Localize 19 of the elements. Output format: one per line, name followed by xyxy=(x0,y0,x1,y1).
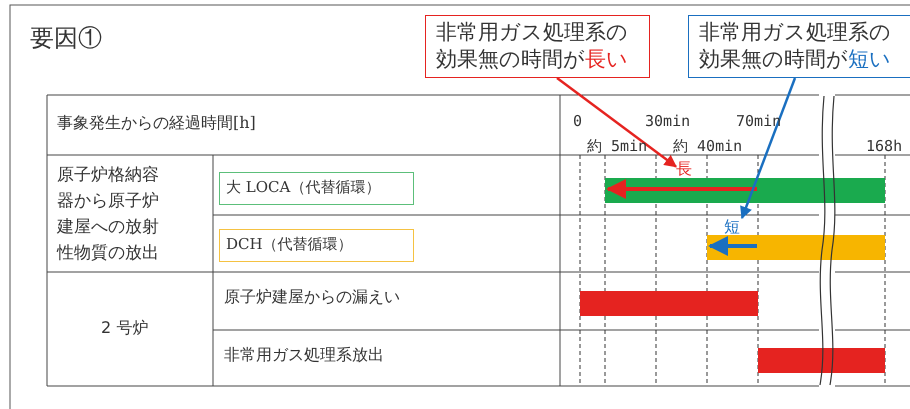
row-group-text: 2 号炉 xyxy=(101,318,148,339)
header-cell-text: 事象発生からの経過時間[h] xyxy=(57,113,256,134)
tick-label: 30min xyxy=(645,112,690,130)
row-text: 原子炉建屋からの漏えい xyxy=(224,287,400,308)
tick-label: 約 5min xyxy=(587,137,648,156)
edge-label: 長 xyxy=(676,160,696,182)
tick-label: 0 xyxy=(573,112,582,130)
leader-arrow xyxy=(556,77,677,168)
edge-label: 短 xyxy=(724,218,744,240)
tick-label: 168h xyxy=(866,137,902,155)
scenario-box: 大 LOCA（代替循環） xyxy=(219,172,414,205)
tick-label: 約 40min xyxy=(673,137,742,156)
row-text: 非常用ガス処理系放出 xyxy=(224,345,384,366)
title: 要因① xyxy=(30,23,102,54)
row-group-text: 原子炉格納容器から原子炉建屋への放射性物質の放出 xyxy=(57,164,160,265)
callout-box: 非常用ガス処理系の効果無の時間が長い xyxy=(425,15,650,78)
leader-arrow xyxy=(740,78,796,220)
scenario-box: DCH（代替循環） xyxy=(219,229,414,262)
callout-box: 非常用ガス処理系の効果無の時間が短い xyxy=(688,15,910,78)
